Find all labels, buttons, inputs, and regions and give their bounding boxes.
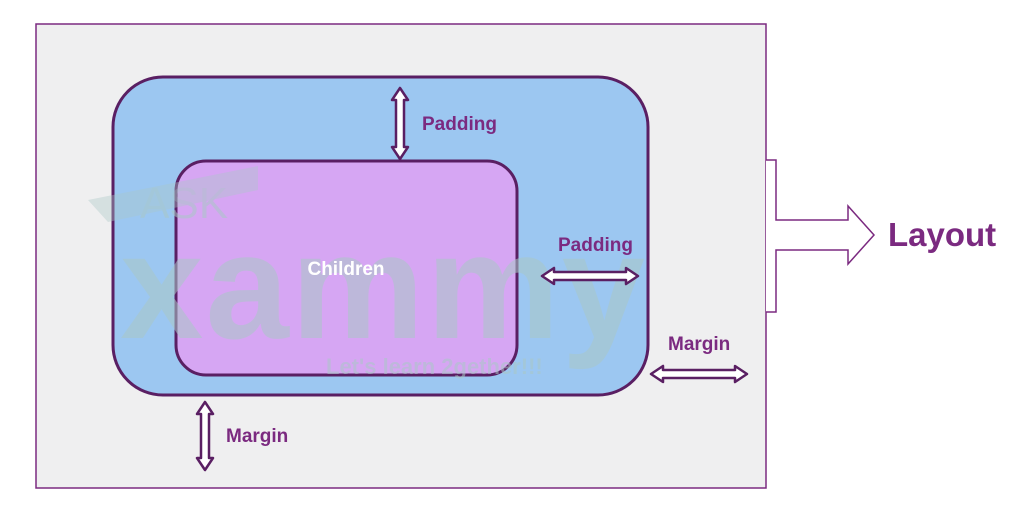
watermark-shape bbox=[88, 166, 258, 222]
padding-top-label: Padding bbox=[422, 114, 497, 135]
padding-right-label: Padding bbox=[558, 235, 633, 256]
watermark-tagline: Let's learn 2gether!!! bbox=[326, 354, 543, 379]
layout-label: Layout bbox=[888, 216, 996, 253]
margin-right-arrow bbox=[649, 364, 749, 384]
children-label: Children bbox=[307, 259, 384, 280]
layout-arrow bbox=[766, 159, 876, 313]
children-box bbox=[174, 159, 519, 377]
padding-top-arrow bbox=[390, 86, 410, 161]
watermark-xammy: xammy bbox=[120, 202, 647, 370]
margin-right-label: Margin bbox=[668, 334, 730, 355]
margin-bottom-arrow bbox=[195, 400, 215, 472]
watermark: ASK xammy Let's learn 2gether!!! bbox=[88, 166, 647, 379]
margin-bottom-label: Margin bbox=[226, 426, 288, 447]
padding-right-arrow bbox=[540, 266, 640, 286]
watermark-ask: ASK bbox=[140, 179, 228, 228]
